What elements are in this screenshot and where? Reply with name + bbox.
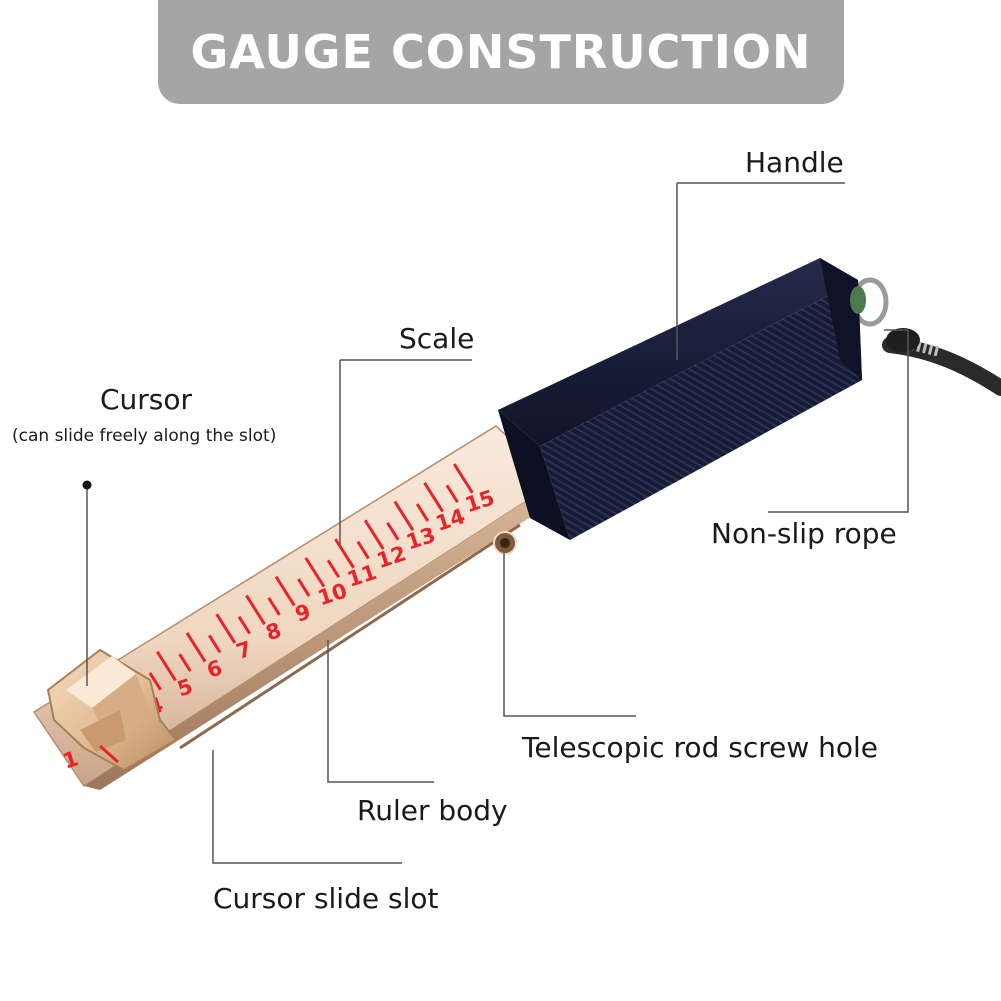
scale-tick <box>334 538 355 569</box>
scale-tick <box>208 634 222 654</box>
scale-tick <box>185 632 207 663</box>
leader-lines <box>86 182 909 864</box>
scale-tick <box>356 540 370 560</box>
scale-number: 6 <box>204 655 225 682</box>
rope-icon <box>851 277 1001 396</box>
scale-tick <box>445 484 459 503</box>
scale-tick <box>267 597 281 616</box>
label-screw-hole: Telescopic rod screw hole <box>522 731 879 764</box>
scale-tick <box>304 557 326 588</box>
label-cursor-note: (can slide freely along the slot) <box>12 426 277 446</box>
cursor-icon <box>46 648 178 772</box>
scale-tick <box>245 594 266 625</box>
scale-tick <box>237 615 251 635</box>
scale-tick <box>393 500 415 532</box>
scale-tick <box>215 613 237 644</box>
scale-tick <box>148 672 162 691</box>
scale-tick <box>452 463 474 494</box>
ruler-body-leader <box>327 640 434 783</box>
slide-slot-leader <box>212 750 402 864</box>
page-title: GAUGE CONSTRUCTION <box>190 25 812 79</box>
scale-number: 8 <box>263 618 284 645</box>
label-handle: Handle <box>745 146 844 179</box>
scale-tick <box>297 578 311 597</box>
label-ruler-body: Ruler body <box>357 794 508 827</box>
scale-number: 5 <box>174 674 195 701</box>
scale-tick <box>156 650 177 682</box>
handle-shape <box>498 258 866 540</box>
cursor-leader-dot <box>82 480 92 490</box>
scale-number: 1 <box>60 746 81 773</box>
label-cursor: Cursor <box>100 383 193 416</box>
label-non-slip-rope: Non-slip rope <box>711 517 897 550</box>
rope-leader <box>768 329 909 513</box>
scale-tick <box>178 653 192 672</box>
scale-tick <box>415 503 430 522</box>
scale-number: 9 <box>292 599 313 626</box>
label-slide-slot: Cursor slide slot <box>213 882 439 915</box>
scale-tick <box>386 522 400 541</box>
title-banner: GAUGE CONSTRUCTION <box>158 0 844 104</box>
scale-tick <box>363 519 385 550</box>
scale-tick <box>326 559 341 579</box>
scale-tick <box>423 482 444 513</box>
scale-tick <box>274 575 296 607</box>
scale-number: 7 <box>233 637 254 664</box>
screw-hole-leader <box>503 553 636 717</box>
label-scale: Scale <box>399 322 475 355</box>
